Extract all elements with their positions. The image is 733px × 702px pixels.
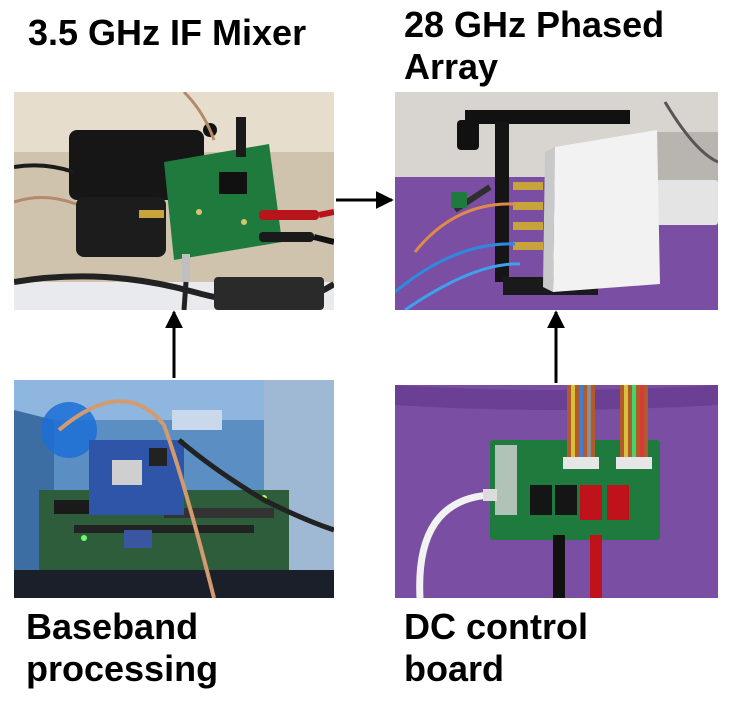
baseband-label: Baseband processing (26, 606, 218, 690)
phased-array-label: 28 GHz Phased Array (404, 4, 664, 88)
dc-control-label: DC control board (404, 606, 588, 690)
dc-control-photo (395, 385, 718, 598)
if-mixer-photo (14, 92, 334, 310)
phased-array-photo (395, 92, 718, 310)
baseband-photo (14, 380, 334, 598)
if-mixer-label: 3.5 GHz IF Mixer (28, 12, 306, 54)
